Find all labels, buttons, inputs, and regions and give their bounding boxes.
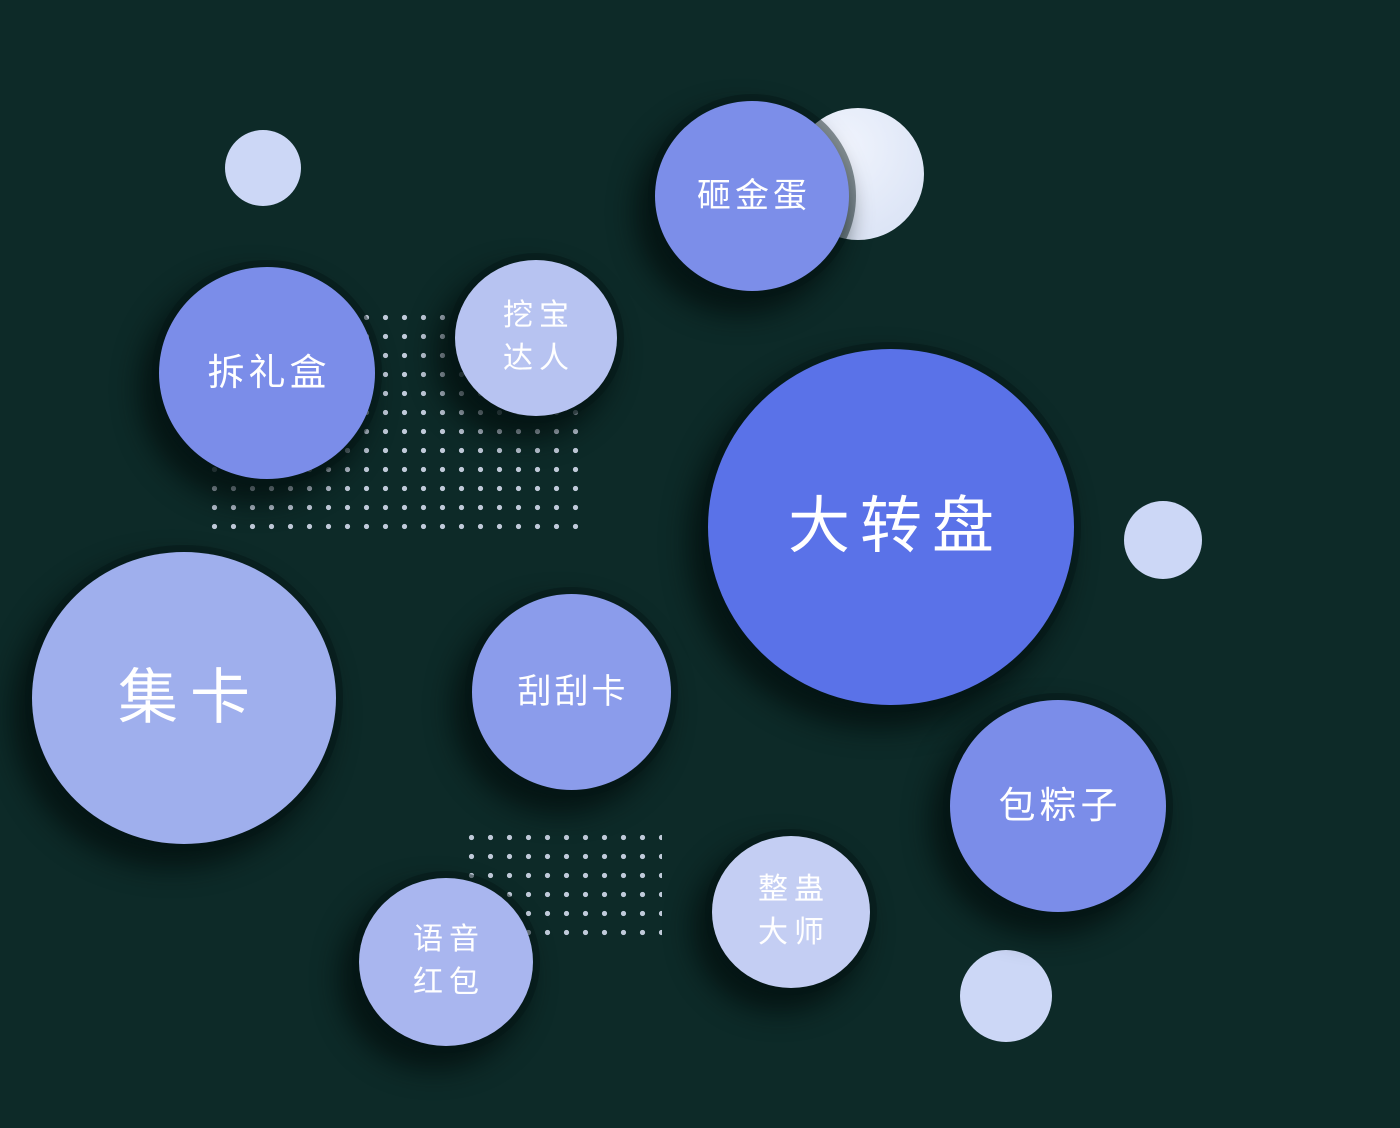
bubble-wrap-zongzi[interactable]: 包粽子 (950, 700, 1166, 912)
decor-right-circle (1124, 501, 1202, 579)
bubble-treasure-digger[interactable]: 挖宝达人 (455, 260, 617, 416)
bubble-prank-master[interactable]: 整蛊大师 (712, 836, 870, 988)
bubble-label: 挖宝 (503, 299, 575, 333)
bubble-label: 大师 (758, 916, 830, 949)
bubble-label: 拆礼盒 (207, 351, 331, 393)
bubble-voice-red-packet[interactable]: 语音红包 (359, 878, 533, 1046)
bubble-scratch-card[interactable]: 刮刮卡 (472, 594, 671, 790)
decor-bottom-circle (960, 950, 1052, 1042)
bubble-label: 刮刮卡 (517, 672, 629, 711)
bubble-big-wheel[interactable]: 大转盘 (708, 349, 1074, 705)
decor-top-left-circle (225, 130, 301, 206)
bubble-label: 语音 (413, 923, 485, 957)
bubble-smash-golden-egg[interactable]: 砸金蛋 (655, 101, 849, 291)
bubble-label: 砸金蛋 (697, 176, 811, 215)
bubble-label: 包粽子 (998, 784, 1122, 826)
bubble-label: 整蛊 (758, 873, 830, 907)
bubble-label: 达人 (503, 342, 575, 375)
bubble-collect-cards[interactable]: 集卡 (32, 552, 336, 844)
bubble-open-gift-box[interactable]: 拆礼盒 (159, 267, 375, 479)
bubble-label: 大转盘 (787, 491, 1004, 561)
bubble-label: 集卡 (118, 664, 262, 732)
bubble-label: 红包 (413, 966, 485, 999)
